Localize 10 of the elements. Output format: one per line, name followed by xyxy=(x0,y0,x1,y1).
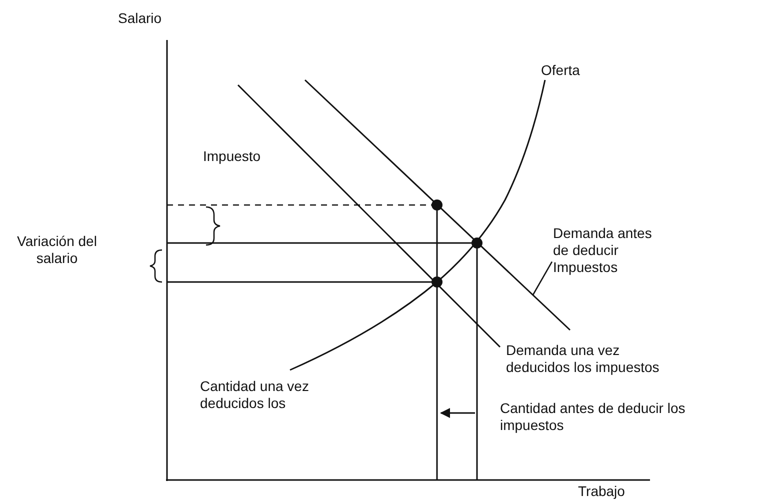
leader-line xyxy=(532,261,553,296)
curve-label: Cantidad antes de deducir los impuestos xyxy=(500,400,686,434)
curve-label: Demanda una vez deducidos los impuestos xyxy=(506,342,660,376)
axis-label: Salario xyxy=(118,10,163,27)
curve-label: Cantidad una vez deducidos los xyxy=(200,378,310,412)
curve-label: Variación del salario xyxy=(16,233,98,267)
curve-label: Demanda antes de deducir Impuestos xyxy=(553,225,668,276)
axis-label: Trabajo xyxy=(578,483,626,500)
curve-label: Impuesto xyxy=(203,148,262,165)
curve-label: Oferta xyxy=(541,62,581,79)
